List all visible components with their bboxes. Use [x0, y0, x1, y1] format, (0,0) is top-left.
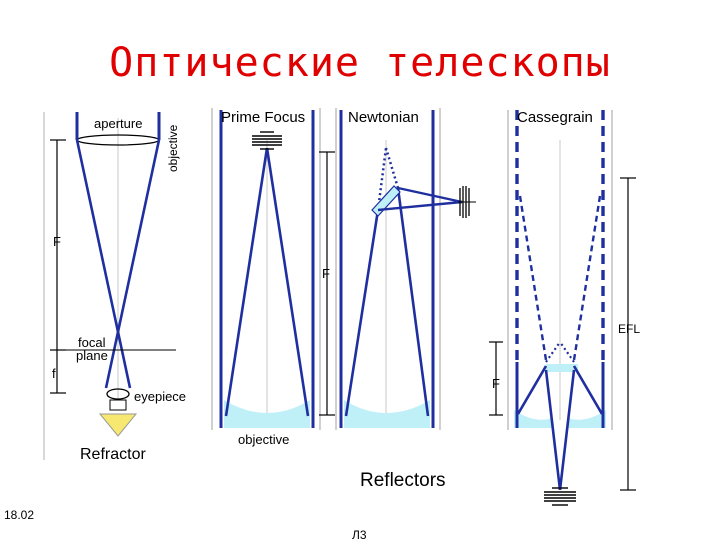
aperture-label: aperture	[94, 116, 143, 131]
newtonian-diagram	[319, 110, 476, 428]
reflector-objective-label: objective	[238, 432, 290, 447]
prime-ray-left	[224, 147, 269, 417]
newtonian-F-label: F	[322, 266, 330, 281]
cassegrain-virtual-right	[572, 195, 602, 361]
cassegrain-primary-left	[514, 410, 552, 428]
newtonian-reflect-ray-2	[397, 186, 463, 204]
efl-label: EFL	[618, 322, 641, 336]
refractor-ray-left	[75, 139, 132, 389]
slide-title: Оптические телескопы	[109, 40, 611, 86]
newtonian-virtual-right	[384, 147, 400, 189]
eyepiece-barrel	[109, 399, 127, 411]
refractor-F-label: F	[53, 234, 61, 249]
cassegrain-F-label: F	[492, 376, 500, 391]
cassegrain-diagram	[489, 110, 636, 506]
refractor-caption: Refractor	[80, 446, 146, 463]
prime-focus-diagram	[219, 110, 315, 428]
cassegrain-ray-left-down	[544, 369, 562, 491]
cassegrain-ray-right-up	[572, 365, 604, 415]
prime-ray-right	[265, 147, 310, 417]
newtonian-secondary-mirror	[371, 185, 401, 217]
newtonian-ray-right	[396, 187, 430, 417]
reflectors-caption: Reflectors	[360, 470, 446, 491]
newtonian-reflect-ray-1	[377, 200, 463, 212]
cassegrain-ray-left-up	[516, 365, 548, 415]
footer-date: 18.02	[4, 508, 35, 522]
newtonian-mirror	[344, 400, 430, 428]
newtonian-heading: Newtonian	[348, 109, 419, 126]
cassegrain-secondary-mirror	[546, 364, 578, 372]
prime-focus-camera-icon	[252, 131, 282, 150]
cassegrain-ray-right-down	[558, 369, 576, 491]
footer-page-number: Л3	[352, 528, 367, 542]
refractor-diagram	[50, 112, 176, 437]
plane-label: plane	[76, 348, 108, 363]
newtonian-eyepiece-icon	[458, 186, 476, 218]
prime-focus-heading: Prime Focus	[221, 109, 306, 126]
cassegrain-heading: Cassegrain	[517, 109, 593, 126]
newtonian-ray-left	[344, 209, 380, 417]
eyepiece-lens	[106, 388, 130, 400]
focal-label: focal	[78, 335, 106, 350]
eyepiece-label: eyepiece	[134, 389, 187, 404]
cassegrain-virtual-left	[518, 195, 548, 361]
eye-icon	[98, 413, 138, 437]
objective-label-vertical: objective	[166, 124, 180, 172]
prime-mirror	[224, 400, 310, 428]
refractor-f-label: f	[52, 366, 56, 381]
refractor-ray-right	[104, 139, 161, 389]
newtonian-virtual-left	[376, 147, 388, 211]
cassegrain-primary-right	[568, 410, 606, 428]
cassegrain-camera-icon	[544, 487, 576, 506]
